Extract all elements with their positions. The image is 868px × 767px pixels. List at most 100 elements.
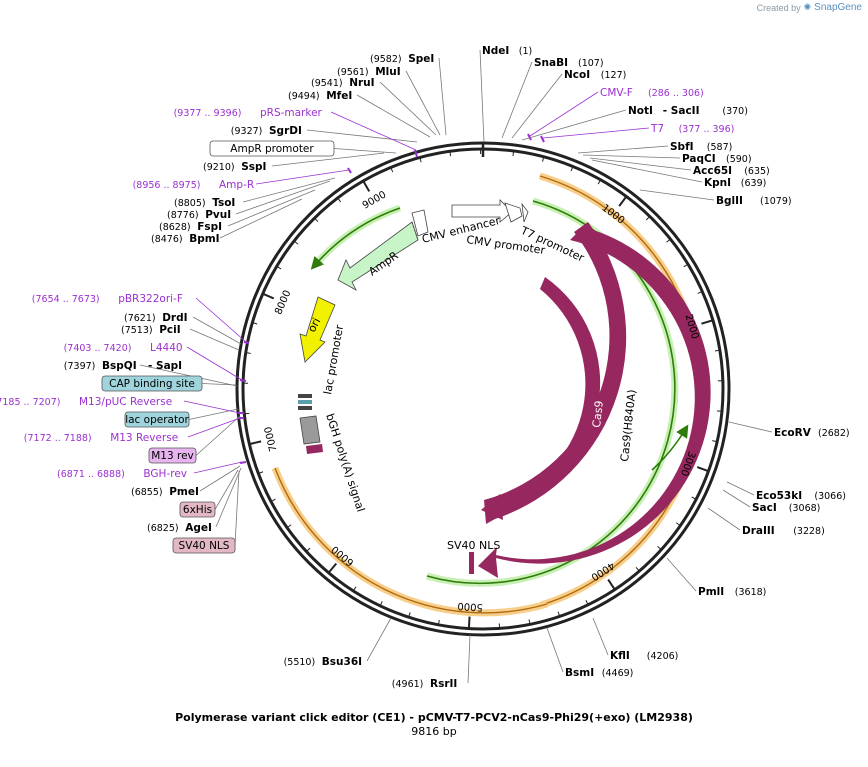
site-connector bbox=[192, 316, 242, 345]
bgh-feature bbox=[299, 415, 321, 445]
site-position: (9327) bbox=[231, 126, 263, 137]
site-position: (107) bbox=[578, 58, 604, 69]
green-arc-small bbox=[651, 424, 689, 471]
site-label-right: EcoRV(2682) bbox=[774, 427, 850, 439]
site-label-right: NotI- SacII(370) bbox=[628, 105, 748, 117]
tick-mark bbox=[337, 197, 342, 203]
site-label-right: DraIII(3228) bbox=[742, 525, 825, 537]
site-position: (6825) bbox=[147, 523, 179, 534]
site-name: FspI bbox=[197, 221, 222, 233]
tick-mark bbox=[352, 586, 357, 592]
site-connector bbox=[189, 328, 240, 351]
primer-range: (7654 .. 7673) bbox=[32, 294, 100, 305]
cmv-promoter-arrow bbox=[504, 202, 523, 223]
tick-mark bbox=[645, 216, 651, 221]
feature-box bbox=[101, 375, 203, 392]
primer-name: BGH-rev bbox=[143, 468, 187, 480]
site-position: (8776) bbox=[167, 210, 199, 221]
site-name: BglII bbox=[716, 195, 743, 207]
cas9-inner-arrow bbox=[481, 277, 601, 520]
cas9-h840a-arrow bbox=[484, 222, 627, 524]
ampr-green-line bbox=[310, 207, 401, 270]
tick-mark bbox=[244, 412, 250, 415]
primer-name: CMV-F bbox=[600, 87, 633, 99]
ampr-promoter-mark bbox=[411, 221, 419, 241]
tick-mark bbox=[683, 263, 689, 268]
site-extra: - SacII bbox=[663, 105, 700, 117]
site-name: RsrII bbox=[430, 678, 457, 690]
tick-label: 7000 bbox=[263, 425, 280, 452]
snapgene-credit: Created by ✺ SnapGene bbox=[757, 2, 862, 13]
site-name: AgeI bbox=[185, 522, 212, 534]
site-name: KflI bbox=[610, 650, 630, 662]
site-name: SpeI bbox=[408, 53, 434, 65]
boxed-feature: M13 rev bbox=[148, 447, 197, 464]
site-connector bbox=[546, 627, 564, 673]
bp-ticks bbox=[243, 143, 723, 629]
plasmid-title: Polymerase variant click editor (CE1) - … bbox=[175, 711, 693, 724]
site-label-left: (7621)DrdI bbox=[124, 312, 188, 324]
site-connector bbox=[219, 198, 303, 239]
tick-mark bbox=[252, 322, 258, 325]
site-connector bbox=[227, 189, 316, 227]
tick-mark bbox=[712, 440, 718, 443]
site-label-left: (7513)PciI bbox=[121, 324, 181, 336]
site-name: KpnI bbox=[704, 177, 731, 189]
feature-box bbox=[148, 447, 197, 464]
site-name: SbfI bbox=[670, 141, 694, 153]
feature-box-label: CAP binding site bbox=[109, 378, 195, 390]
site-name: PciI bbox=[159, 324, 180, 336]
site-label-left: (9494) MfeI bbox=[288, 90, 352, 102]
site-label-left: (6825) AgeI bbox=[147, 522, 212, 534]
primer-label: T7(377 .. 396) bbox=[650, 123, 734, 135]
site-name: PmeI bbox=[169, 486, 199, 498]
site-name: SacI bbox=[752, 502, 777, 514]
site-label-left: (8628) FspI bbox=[159, 221, 222, 233]
site-position: (127) bbox=[601, 70, 627, 81]
site-position: (1) bbox=[519, 46, 532, 57]
sv40-nls-map-label: SV40 NLS bbox=[447, 539, 500, 552]
site-name: BsmI bbox=[565, 667, 594, 679]
orange-arc-left bbox=[271, 466, 548, 617]
site-label-right: NdeI(1) bbox=[482, 45, 532, 57]
site-label-left: (9327)SgrDI bbox=[231, 125, 302, 137]
tick-mark bbox=[276, 265, 282, 270]
site-connector bbox=[199, 465, 241, 492]
site-label-right: SnaBI(107) bbox=[534, 57, 604, 69]
site-label-left: (5510)Bsu36I bbox=[284, 656, 362, 668]
site-label-right: PaqCI(590) bbox=[682, 153, 752, 165]
tick-mark bbox=[570, 166, 574, 172]
primer-label: pRS-marker(9377 .. 9396) bbox=[174, 107, 323, 119]
site-position: (4469) bbox=[602, 668, 634, 679]
site-name: BpmI bbox=[189, 233, 219, 245]
site-position: (7397) bbox=[64, 361, 96, 372]
site-label-left: (9561)MluI bbox=[337, 66, 401, 78]
tick-mark bbox=[306, 547, 311, 552]
site-position: (8476) bbox=[151, 234, 183, 245]
site-position: (3618) bbox=[735, 587, 767, 598]
site-connector bbox=[639, 189, 715, 201]
site-connector bbox=[139, 364, 238, 387]
tick-mark bbox=[714, 349, 720, 352]
lac-promoter-mark bbox=[298, 406, 312, 410]
site-connector bbox=[589, 157, 692, 171]
site-position: (8628) bbox=[159, 222, 191, 233]
site-label-left: (6855)PmeI bbox=[131, 486, 199, 498]
site-name: MfeI bbox=[326, 90, 352, 102]
feature-box-label: M13 rev bbox=[151, 450, 194, 462]
boxed-feature: 6xHis bbox=[179, 501, 216, 518]
site-position: (9494) bbox=[288, 91, 320, 102]
site-connector bbox=[707, 507, 741, 531]
site-label-right: NcoI(127) bbox=[564, 69, 626, 81]
primer-range: (7185 .. 7207) bbox=[0, 397, 60, 408]
primer-range: (377 .. 396) bbox=[679, 124, 735, 135]
site-name: PvuI bbox=[205, 209, 231, 221]
tick-mark bbox=[542, 156, 545, 162]
tick-mark bbox=[701, 319, 714, 325]
tick-mark bbox=[467, 616, 471, 629]
site-connector bbox=[366, 617, 392, 662]
site-position: (639) bbox=[741, 178, 767, 189]
site-connector bbox=[306, 129, 418, 143]
site-position: (5510) bbox=[284, 657, 316, 668]
tick-mark bbox=[262, 292, 275, 300]
